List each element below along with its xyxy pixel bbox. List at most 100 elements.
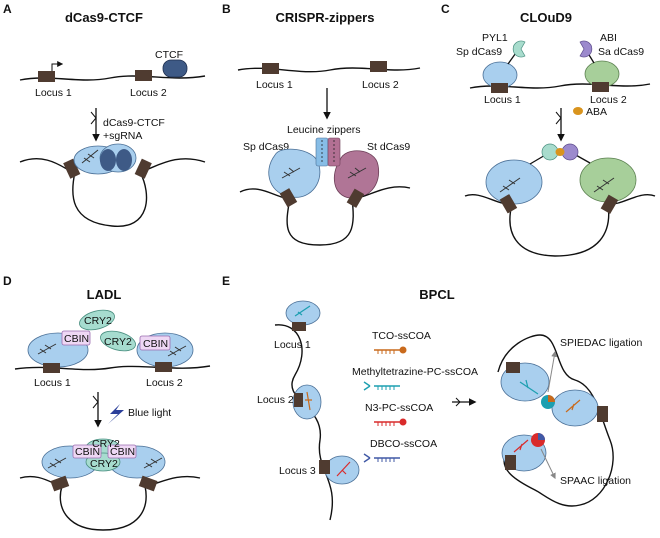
spaac-pair-b <box>538 433 545 440</box>
spiedac-pointer <box>547 350 558 393</box>
panel-e-title: BPCL <box>419 287 454 302</box>
panel-e-letter: E <box>222 274 230 288</box>
locus-1-box <box>491 83 508 93</box>
cbin-tag-right <box>139 335 171 351</box>
cry2-label-bound-bottom: CRY2 <box>90 458 118 470</box>
reagent-label-tco: TCO-ssCOA <box>372 330 431 342</box>
sa-dcas9-protein-bound <box>579 157 637 203</box>
panel-c-title: CLOuD9 <box>520 10 572 25</box>
sgrna-icon <box>167 345 187 357</box>
arrow-tick <box>90 111 97 125</box>
locus-2-box <box>370 61 387 72</box>
sp-dcas9-protein <box>268 148 321 198</box>
panel-b: B CRISPR-zippers Locus 1 Locus 2 Leucine… <box>222 2 421 246</box>
zippers-label: Leucine zippers <box>287 124 361 136</box>
cbin-label-bound-left: CBIN <box>75 446 100 458</box>
locus-2-label: Locus 2 <box>257 394 294 406</box>
abi-label: ABI <box>600 32 617 44</box>
locus-2-box-looped <box>134 158 152 179</box>
cry2-label-bound-top: CRY2 <box>92 438 120 450</box>
sgrna-icon <box>143 457 163 469</box>
locus-box-cluster-3 <box>505 455 516 470</box>
dcas9-cluster-2 <box>551 389 599 427</box>
locus-1-box <box>38 71 55 82</box>
cbin-label-right: CBIN <box>143 338 168 350</box>
promoter-arrow-icon <box>51 61 64 71</box>
n3-group-icon <box>399 418 407 426</box>
panel-c-letter: C <box>441 2 450 16</box>
locus-1-box-looped <box>50 475 70 492</box>
locus-2-label: Locus 2 <box>590 94 627 106</box>
dna-loop <box>464 194 656 257</box>
locus-2-box-looped <box>346 188 365 208</box>
locus-1-label: Locus 1 <box>484 94 521 106</box>
locus-box-cluster-1 <box>506 362 520 373</box>
locus-1-box <box>292 322 306 331</box>
panel-b-letter: B <box>222 2 231 16</box>
locus-1-label: Locus 1 <box>35 87 72 99</box>
reagent-n3: N3-PC-ssCOA <box>365 402 433 426</box>
st-dcas9-label: St dCas9 <box>367 141 410 153</box>
locus-2-box-looped <box>600 194 619 214</box>
sgrna-icon <box>81 149 99 164</box>
sgrna-icon <box>499 177 521 193</box>
locus-1-box <box>43 363 60 373</box>
panel-e: E BPCL Locus 1 Locus 2 Locus 3 TCO-ssCOA… <box>222 274 642 521</box>
panel-a: A dCas9-CTCF CTCF Locus 1 Locus 2 dCas9-… <box>3 2 206 227</box>
sp-dcas9-label: Sp dCas9 <box>243 141 289 153</box>
panel-d: D LADL CRY2 CRY2 CBIN CBIN Locus 1 Locus… <box>3 274 211 531</box>
cry2-protein-bottom <box>100 330 136 352</box>
locus-2-label: Locus 2 <box>146 377 183 389</box>
locus-1-label: Locus 1 <box>256 79 293 91</box>
sgrna-icon <box>513 439 529 453</box>
sgrna-icon <box>47 457 67 469</box>
locus-1-box-looped <box>279 188 298 208</box>
arrow-tick <box>555 111 562 125</box>
dna-loop <box>239 186 411 246</box>
sgrna-icon <box>565 399 581 413</box>
cry2-label-bottom: CRY2 <box>104 336 132 348</box>
cbin-label-bound-right: CBIN <box>110 446 135 458</box>
blue-light-icon <box>108 404 124 424</box>
reagent-label-dbco: DBCO-ssCOA <box>370 438 437 450</box>
reagent-label-methyltetrazine: Methyltetrazine-PC-ssCOA <box>352 366 478 378</box>
locus-2-box <box>592 82 609 92</box>
locus-2-label: Locus 2 <box>130 87 167 99</box>
cry2-label-top: CRY2 <box>84 315 112 327</box>
locus-1-box-looped <box>499 194 518 214</box>
blue-light-label: Blue light <box>128 407 171 419</box>
aba-label: ABA <box>586 106 607 118</box>
locus-2-box <box>135 70 152 81</box>
arrow-tick <box>92 395 99 409</box>
locus-3-label: Locus 3 <box>279 465 316 477</box>
locus-2-box <box>294 393 303 407</box>
cbin-tag-bound-left <box>72 444 102 459</box>
locus-1-label: Locus 1 <box>34 377 71 389</box>
zipper-teeth-icon <box>321 140 335 164</box>
sgrna-icon <box>336 461 351 477</box>
pyl1-domain-icon <box>512 40 526 58</box>
reagent-tco: TCO-ssCOA <box>372 330 431 354</box>
arrow-tick <box>455 397 461 407</box>
panel-d-title: LADL <box>87 287 122 302</box>
spaac-pointer <box>540 448 556 480</box>
spiedac-pair-b <box>548 395 555 402</box>
dbco-group-icon <box>363 453 371 463</box>
ctcf-protein-bound-2 <box>116 149 132 171</box>
sgrna-icon <box>305 391 312 411</box>
tco-group-icon <box>399 346 407 354</box>
locus-2-box <box>155 362 172 372</box>
locus-3-box <box>319 460 330 474</box>
reagent-label-n3: N3-PC-ssCOA <box>365 402 433 414</box>
st-dcas9-protein <box>333 150 380 199</box>
methyltetrazine-group-icon <box>363 381 371 391</box>
chromatin-cluster <box>497 334 614 507</box>
ctcf-protein-bound-1 <box>100 149 116 171</box>
panel-a-title: dCas9-CTCF <box>65 10 143 25</box>
sgrna-icon <box>347 167 367 179</box>
sgrna-icon <box>294 305 311 317</box>
sgrna-icon <box>519 379 539 395</box>
spaac-label: SPAAC ligation <box>560 475 631 487</box>
sgrna-icon <box>593 177 615 193</box>
